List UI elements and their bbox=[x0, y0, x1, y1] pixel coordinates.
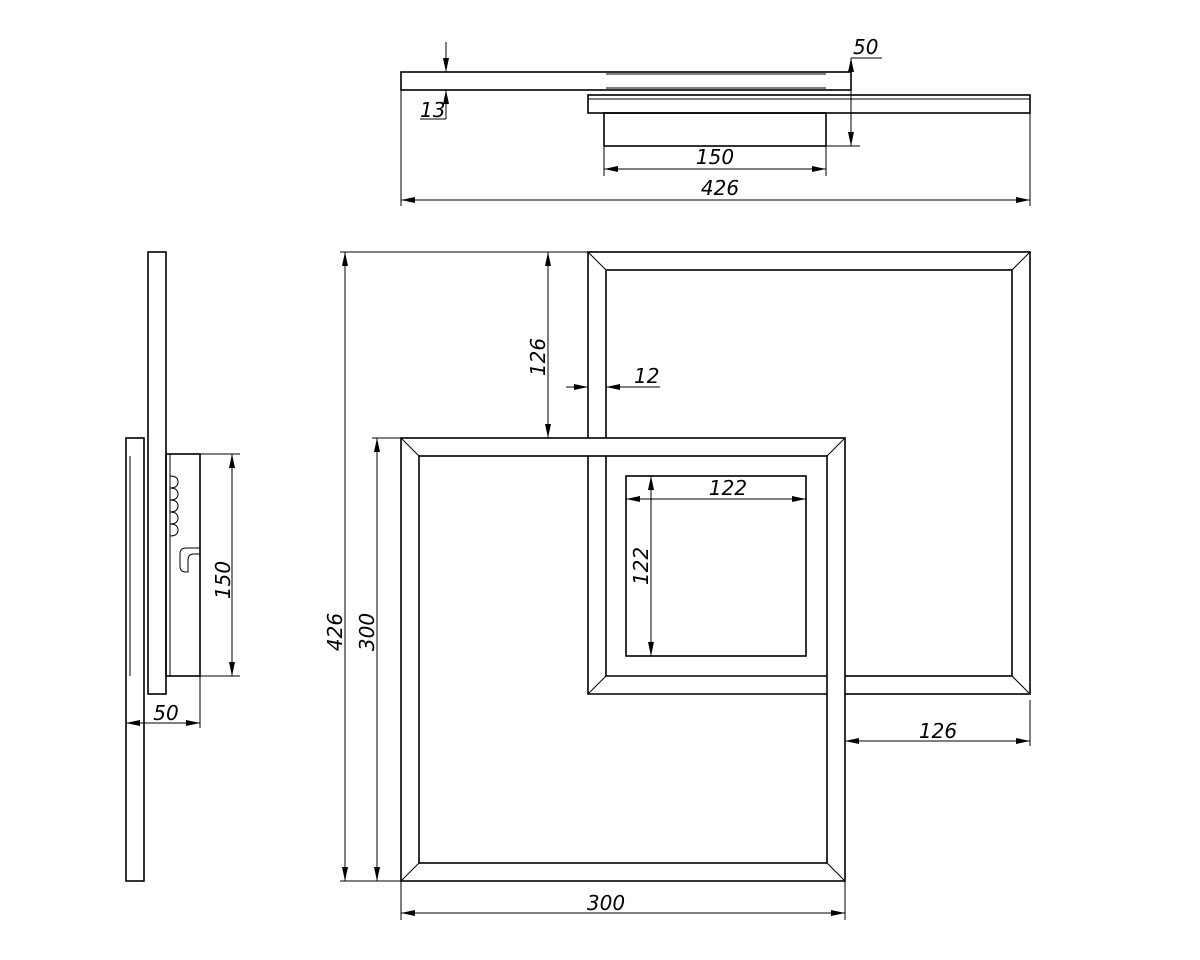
top-view-front-bar bbox=[587, 94, 1031, 114]
front-frame-inner bbox=[418, 455, 828, 864]
label-front-profile: 12 bbox=[634, 364, 659, 388]
label-front-offset-top: 126 bbox=[526, 338, 550, 376]
mounting-hook-icon bbox=[179, 547, 200, 573]
front-canopy bbox=[625, 475, 807, 657]
label-front-canopy-height: 122 bbox=[629, 547, 653, 585]
label-side-canopy-height: 150 bbox=[211, 561, 235, 599]
front-frame-corner bbox=[400, 862, 420, 882]
top-view-back-bar bbox=[400, 71, 852, 91]
label-front-canopy-width: 122 bbox=[709, 476, 747, 500]
side-view-canopy bbox=[165, 453, 201, 677]
label-front-frame-height: 300 bbox=[355, 613, 379, 651]
front-view: 426 300 126 12 122 122 126 300 bbox=[323, 251, 1031, 920]
label-top-thickness: 13 bbox=[420, 98, 445, 122]
front-frame bbox=[400, 437, 846, 882]
back-frame-corner bbox=[1011, 251, 1031, 271]
label-top-height: 50 bbox=[853, 35, 878, 59]
side-view: 150 50 bbox=[125, 251, 240, 882]
back-frame-corner bbox=[1011, 675, 1031, 695]
label-front-total-height: 426 bbox=[323, 613, 347, 651]
front-frame-outer bbox=[400, 437, 846, 882]
label-top-canopy: 150 bbox=[696, 145, 734, 169]
label-side-depth: 50 bbox=[153, 701, 178, 725]
front-frame-mask bbox=[401, 438, 845, 881]
back-frame-corner bbox=[587, 251, 607, 271]
front-frame-corner bbox=[826, 862, 846, 882]
side-view-back-frame bbox=[147, 251, 167, 695]
label-front-frame-width: 300 bbox=[587, 891, 625, 915]
label-top-total-width: 426 bbox=[701, 176, 739, 200]
back-frame-corner bbox=[587, 675, 607, 695]
label-front-offset-right: 126 bbox=[919, 719, 957, 743]
side-view-front-frame bbox=[125, 437, 145, 882]
front-frame-corner bbox=[826, 437, 846, 457]
top-view: 50 13 150 426 bbox=[400, 35, 1031, 206]
top-view-canopy bbox=[603, 112, 827, 147]
front-frame-corner bbox=[400, 437, 420, 457]
cable-coil-icon bbox=[169, 475, 179, 537]
